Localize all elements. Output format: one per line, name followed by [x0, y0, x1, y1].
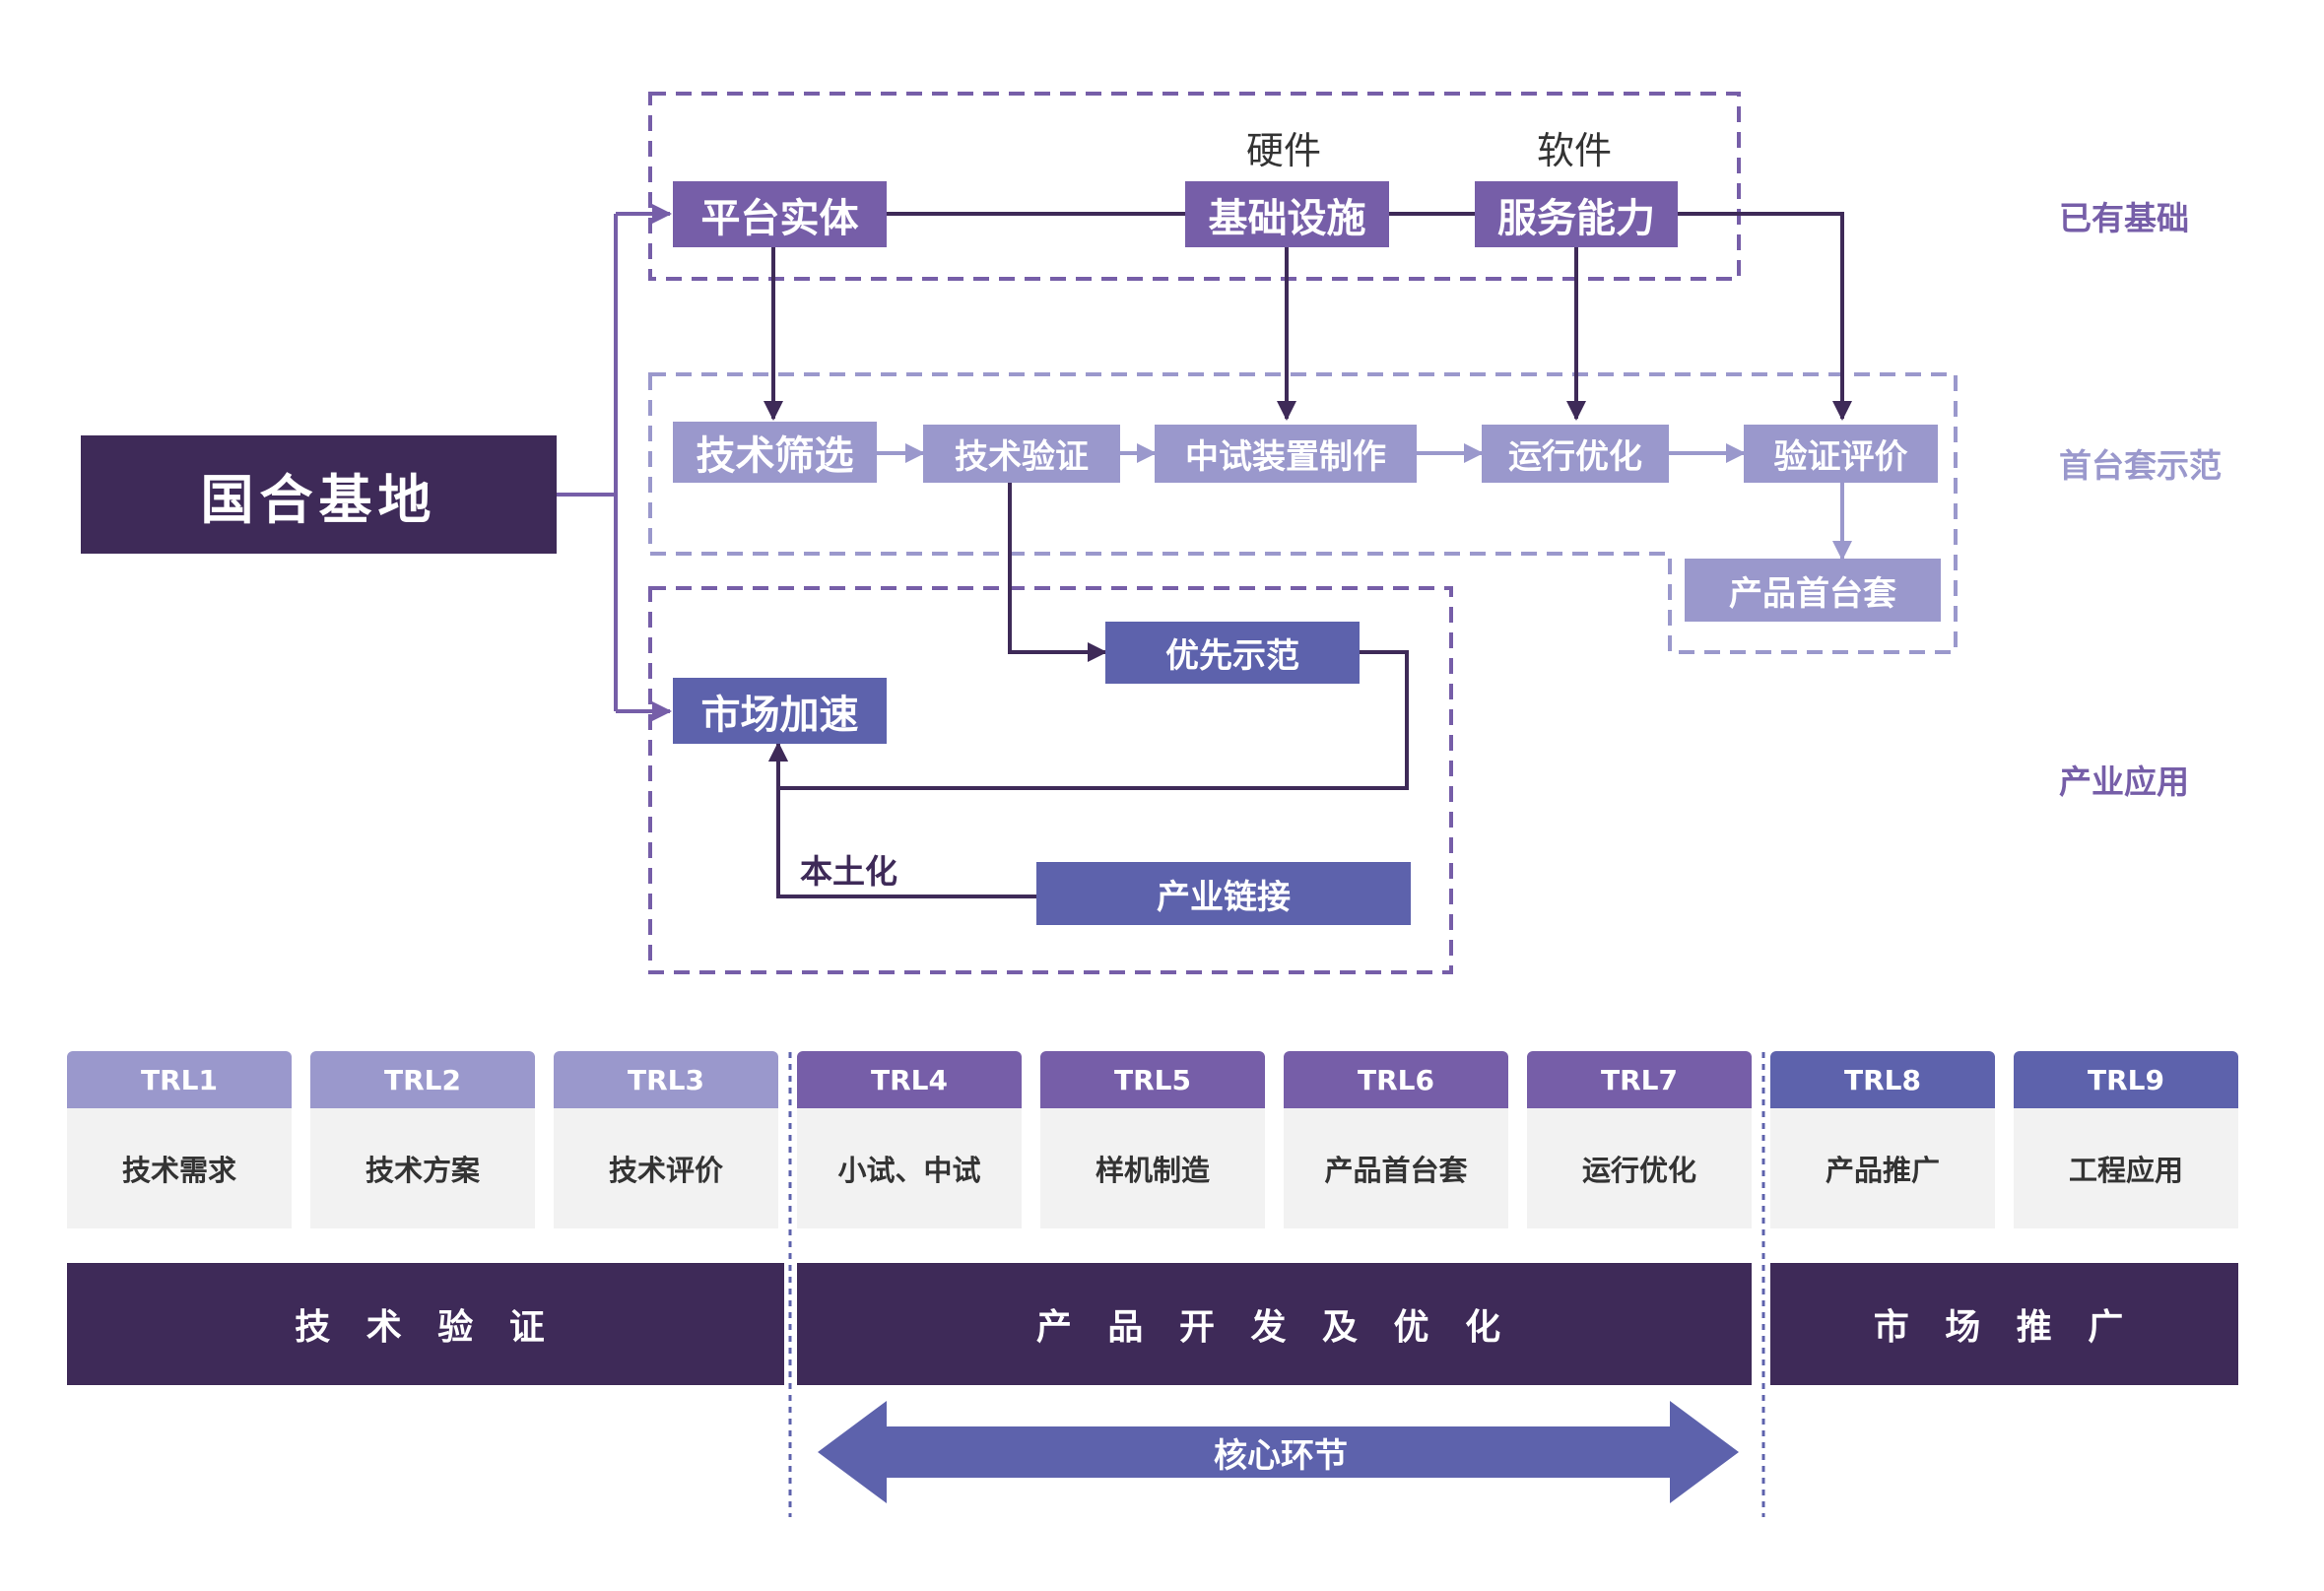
- node-run-optimization: 运行优化: [1482, 425, 1669, 483]
- trl-desc: 技术方案: [310, 1108, 535, 1228]
- localization-label: 本土化: [800, 852, 897, 891]
- frame-existing-base: [648, 92, 1741, 281]
- trl-level: TRL5: [1040, 1051, 1265, 1108]
- trl-level: TRL3: [554, 1051, 778, 1108]
- trl-desc: 样机制造: [1040, 1108, 1265, 1228]
- trl-desc: 产品推广: [1770, 1108, 1995, 1228]
- node-infrastructure: 基础设施: [1185, 181, 1389, 247]
- node-priority-demo: 优先示范: [1105, 622, 1360, 684]
- trl-level: TRL2: [310, 1051, 535, 1108]
- trl-desc: 运行优化: [1527, 1108, 1752, 1228]
- node-tech-verification: 技术验证: [923, 425, 1120, 483]
- node-industry-link: 产业链接: [1036, 862, 1411, 925]
- hardware-label: 硬件: [1246, 129, 1322, 172]
- trl-desc: 小试、中试: [797, 1108, 1022, 1228]
- trl-desc: 技术需求: [67, 1108, 292, 1228]
- frame-industry-application: [648, 586, 1453, 974]
- node-pilot-device: 中试装置制作: [1155, 425, 1417, 483]
- phase-tech-verification: 技 术 验 证: [67, 1263, 784, 1385]
- root-node: 国合基地: [81, 435, 557, 554]
- trl-desc: 工程应用: [2014, 1108, 2238, 1228]
- trl-level: TRL1: [67, 1051, 292, 1108]
- trl-level: TRL8: [1770, 1051, 1995, 1108]
- node-platform: 平台实体: [673, 181, 887, 247]
- phase-market-promotion: 市 场 推 广: [1770, 1263, 2238, 1385]
- node-tech-screening: 技术筛选: [673, 422, 877, 483]
- node-market-acceleration: 市场加速: [673, 678, 887, 744]
- software-label: 软件: [1537, 129, 1613, 172]
- phase-product-development: 产 品 开 发 及 优 化: [797, 1263, 1752, 1385]
- node-verify-evaluation: 验证评价: [1744, 425, 1938, 483]
- trl-level: TRL6: [1284, 1051, 1508, 1108]
- tier-label-first-demo: 首台套示范: [2059, 446, 2222, 485]
- core-label: 核心环节: [1214, 1435, 1348, 1476]
- tier-label-industry: 产业应用: [2059, 762, 2189, 801]
- frame-first-demo: [648, 372, 1958, 654]
- tier-label-existing: 已有基础: [2059, 199, 2189, 237]
- trl-desc: 产品首台套: [1284, 1108, 1508, 1228]
- trl-desc: 技术评价: [554, 1108, 778, 1228]
- trl-level: TRL9: [2014, 1051, 2238, 1108]
- trl-level: TRL7: [1527, 1051, 1752, 1108]
- node-first-product: 产品首台套: [1685, 559, 1941, 622]
- core-double-arrow: [818, 1401, 1739, 1503]
- node-service-capability: 服务能力: [1475, 181, 1678, 247]
- trl-level: TRL4: [797, 1051, 1022, 1108]
